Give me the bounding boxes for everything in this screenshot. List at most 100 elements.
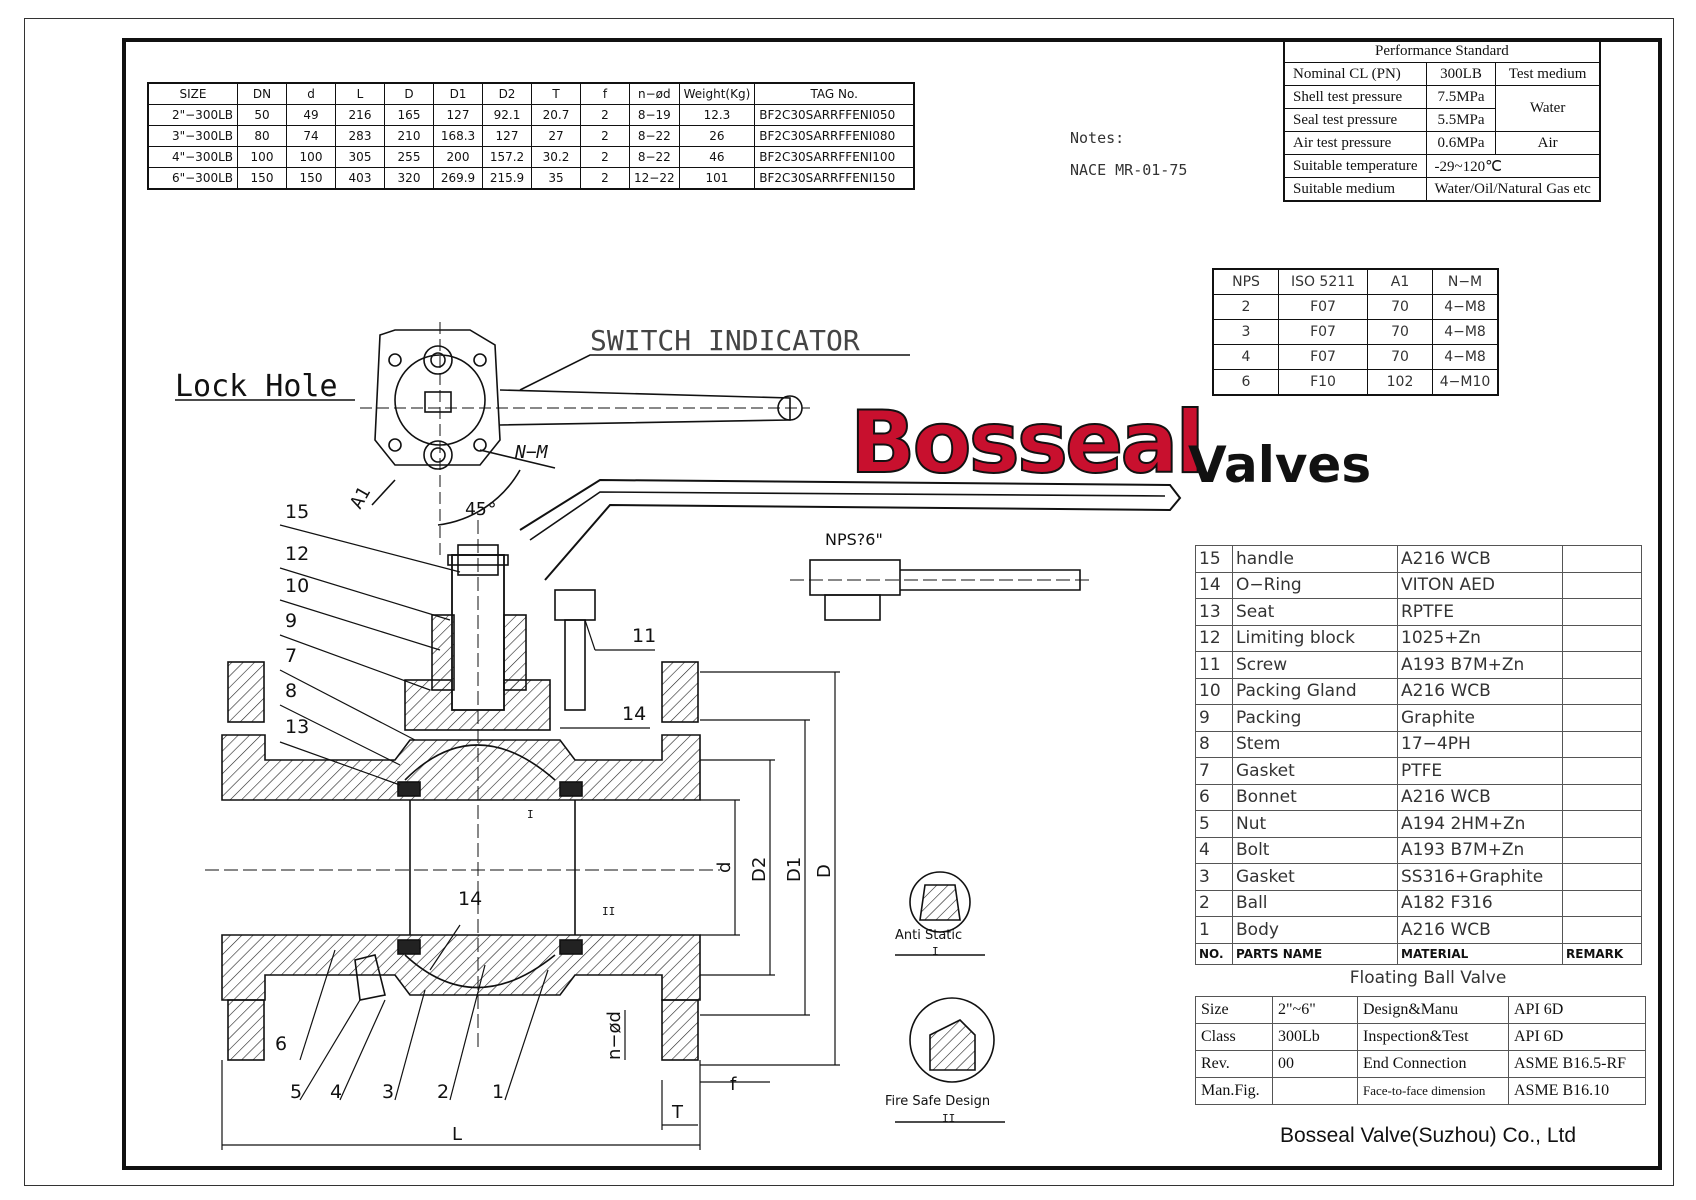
balloon: 9 bbox=[285, 610, 297, 632]
spec-cell: API 6D bbox=[1508, 1023, 1646, 1051]
size-table-cell: 403 bbox=[335, 167, 385, 190]
part-material: A216 WCB bbox=[1397, 545, 1563, 573]
spec-cell: Rev. bbox=[1195, 1050, 1273, 1078]
valve-body bbox=[221, 544, 701, 1061]
top-view bbox=[175, 322, 910, 560]
dim-t: T bbox=[671, 1102, 684, 1123]
angle-label: 45° bbox=[465, 499, 498, 520]
notes-value: NACE MR-01-75 bbox=[1070, 161, 1188, 179]
part-material: 17−4PH bbox=[1397, 730, 1563, 758]
part-name: Body bbox=[1232, 916, 1398, 944]
size-table-cell: 269.9 bbox=[433, 167, 483, 190]
part-material: RPTFE bbox=[1397, 598, 1563, 626]
part-number: 10 bbox=[1195, 677, 1233, 705]
balloon: 13 bbox=[285, 716, 309, 738]
balloon: 11 bbox=[632, 625, 656, 647]
size-table-cell: 165 bbox=[384, 104, 434, 126]
spec-cell: Inspection&Test bbox=[1357, 1023, 1509, 1051]
part-name: Nut bbox=[1232, 810, 1398, 838]
balloon: 8 bbox=[285, 680, 297, 702]
perf-label: Suitable medium bbox=[1283, 177, 1427, 202]
size-table-cell: 100 bbox=[286, 146, 336, 168]
part-material: A193 B7M+Zn bbox=[1397, 836, 1563, 864]
spec-cell: 2"~6" bbox=[1272, 996, 1358, 1024]
part-remark bbox=[1562, 810, 1642, 838]
spec-cell: Design&Manu bbox=[1357, 996, 1509, 1024]
balloon: 5 bbox=[290, 1081, 302, 1103]
notes-label: Notes: bbox=[1070, 129, 1125, 147]
spec-cell bbox=[1272, 1077, 1358, 1105]
size-table-cell: 8−22 bbox=[629, 125, 680, 147]
size-table-cell: BF2C30SARRFFENI100 bbox=[754, 146, 915, 168]
size-table-cell: 200 bbox=[433, 146, 483, 168]
nps-table-cell: 4 bbox=[1212, 344, 1279, 370]
part-number: 6 bbox=[1195, 783, 1233, 811]
logo-valves: Valves bbox=[1188, 436, 1372, 494]
balloon: 14 bbox=[622, 703, 646, 725]
size-table-header: n−ød bbox=[629, 82, 680, 105]
detail-i-mark: I bbox=[527, 808, 534, 821]
part-name: Bonnet bbox=[1232, 783, 1398, 811]
part-name: Packing bbox=[1232, 704, 1398, 732]
spec-cell: Class bbox=[1195, 1023, 1273, 1051]
part-name: Ball bbox=[1232, 889, 1398, 917]
perf-label: Nominal CL (PN) bbox=[1283, 62, 1427, 86]
nps-table-cell: 102 bbox=[1367, 369, 1433, 396]
balloon: 7 bbox=[285, 645, 297, 667]
size-table-cell: 6"−300LB bbox=[147, 167, 238, 190]
perf-label: Seal test pressure bbox=[1283, 108, 1427, 132]
nps-table-cell: F07 bbox=[1278, 344, 1368, 370]
balloon: 14 bbox=[458, 888, 482, 910]
notes: Notes: NACE MR-01-75 bbox=[1070, 122, 1187, 186]
perf-medium-water: Water bbox=[1495, 85, 1601, 132]
part-remark bbox=[1562, 545, 1642, 573]
dim-d: d bbox=[714, 862, 735, 873]
part-remark bbox=[1562, 704, 1642, 732]
dim-d2: D2 bbox=[749, 857, 770, 882]
performance-title: Performance Standard bbox=[1283, 38, 1601, 63]
dim-nd: n−ød bbox=[604, 1011, 625, 1060]
part-name: Packing Gland bbox=[1232, 677, 1398, 705]
balloon: 6 bbox=[275, 1033, 287, 1055]
nps-table-cell: 4−M10 bbox=[1432, 369, 1499, 396]
part-remark bbox=[1562, 730, 1642, 758]
dim-l: L bbox=[452, 1124, 462, 1145]
spec-cell: Face-to-face dimension bbox=[1357, 1077, 1509, 1105]
spec-cell: End Connection bbox=[1357, 1050, 1509, 1078]
part-remark bbox=[1562, 783, 1642, 811]
perf-medium: Test medium bbox=[1495, 62, 1601, 86]
size-table-cell: 2 bbox=[580, 167, 630, 190]
spec-cell: 00 bbox=[1272, 1050, 1358, 1078]
fire-safe-ref: II bbox=[942, 1112, 955, 1125]
size-table-cell: 3"−300LB bbox=[147, 125, 238, 147]
nps-table-cell: 4−M8 bbox=[1432, 319, 1499, 345]
detail-ii-mark: II bbox=[602, 905, 615, 918]
nps-table-cell: 70 bbox=[1367, 319, 1433, 345]
balloon: 1 bbox=[492, 1081, 504, 1103]
part-material: A216 WCB bbox=[1397, 677, 1563, 705]
part-number: 11 bbox=[1195, 651, 1233, 679]
parts-header-no: NO. bbox=[1195, 942, 1233, 965]
part-material: A194 2HM+Zn bbox=[1397, 810, 1563, 838]
part-number: 8 bbox=[1195, 730, 1233, 758]
spec-cell: Size bbox=[1195, 996, 1273, 1024]
lock-hole-label: Lock Hole bbox=[175, 369, 338, 404]
fire-safe-label: Fire Safe Design bbox=[885, 1094, 990, 1109]
logo-bosseal: Bosseal bbox=[849, 393, 1206, 493]
part-remark bbox=[1562, 677, 1642, 705]
part-name: Stem bbox=[1232, 730, 1398, 758]
